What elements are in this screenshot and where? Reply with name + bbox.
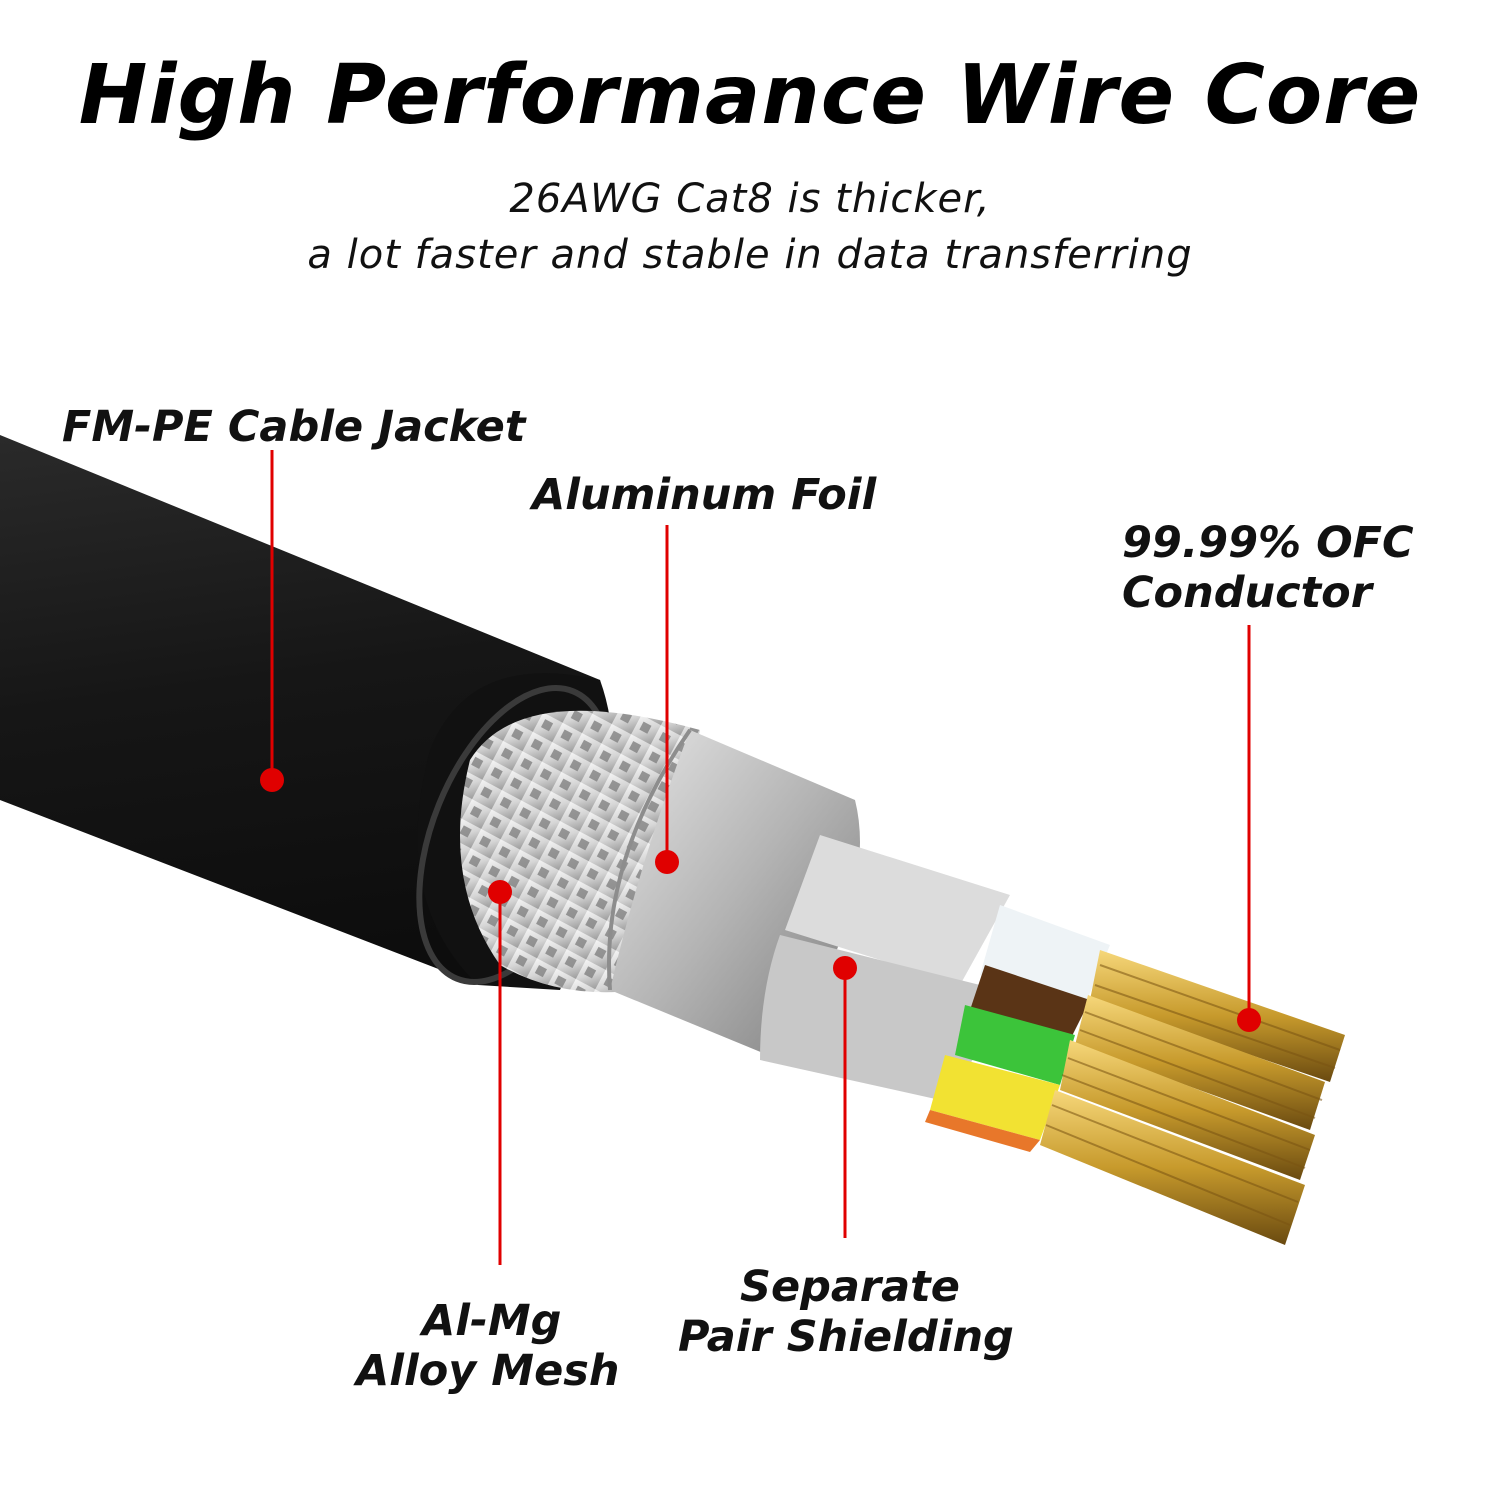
conductor-marker (1237, 1008, 1261, 1032)
pair-shield-lower (760, 935, 1000, 1100)
subtitle-line-2: a lot faster and stable in data transfer… (307, 232, 1193, 278)
label-mesh-1: Al-Mg (422, 1296, 562, 1346)
label-foil: Aluminum Foil (532, 470, 877, 520)
aluminum-foil-edge (607, 728, 692, 991)
foil-marker (655, 850, 679, 874)
label-conductor-1: 99.99% OFC (1122, 518, 1414, 568)
label-shielding-1: Separate (740, 1262, 960, 1312)
mesh-marker (488, 880, 512, 904)
label-conductor-2: Conductor (1122, 568, 1372, 618)
label-shielding-2: Pair Shielding (678, 1312, 1014, 1362)
label-jacket: FM-PE Cable Jacket (62, 402, 526, 452)
pair-shield-upper (785, 835, 1010, 985)
shielding-marker (833, 956, 857, 980)
subtitle-line-1: 26AWG Cat8 is thicker, (509, 176, 991, 222)
wire-brown (970, 965, 1090, 1040)
wire-green (955, 1005, 1075, 1085)
page-title: High Performance Wire Core (78, 48, 1422, 143)
jacket-marker (260, 768, 284, 792)
wire-orange (925, 1110, 1040, 1152)
label-mesh-2: Alloy Mesh (356, 1346, 620, 1396)
wire-yellow (930, 1055, 1060, 1140)
ofc-conductors (1040, 950, 1345, 1245)
